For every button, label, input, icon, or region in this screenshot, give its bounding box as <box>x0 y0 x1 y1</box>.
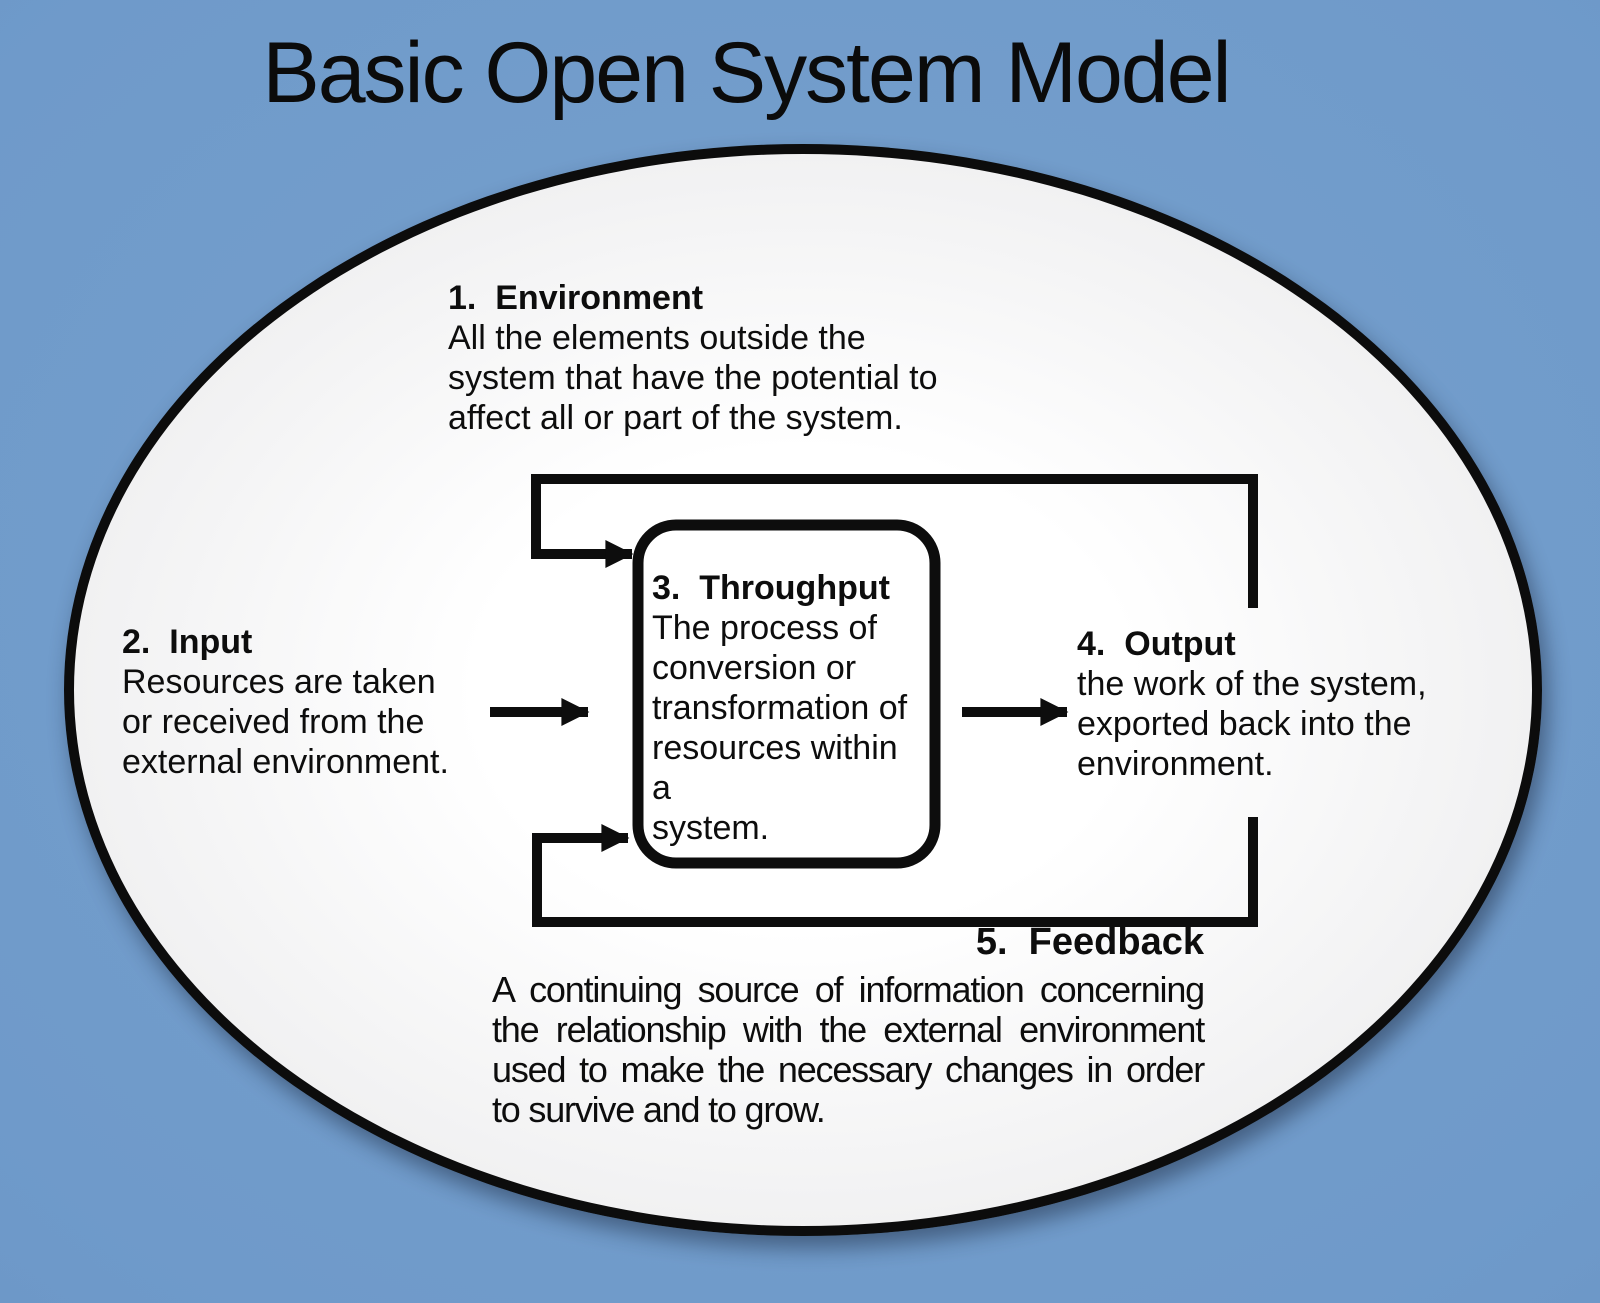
throughput-heading: 3. Throughput <box>652 569 890 607</box>
environment-heading: 1. Environment <box>448 279 704 317</box>
throughput-block: 3. Throughput The process of conversion … <box>652 568 922 848</box>
environment-block: 1. Environment All the elements outside … <box>448 278 938 438</box>
environment-description: All the elements outside the system that… <box>448 319 938 437</box>
output-description: the work of the system, exported back in… <box>1077 665 1427 783</box>
output-heading: 4. Output <box>1077 625 1236 663</box>
system-boundary-ellipse <box>64 144 1542 1236</box>
feedback-line: to survive and to grow. <box>492 1089 826 1130</box>
bottom-feedback-loop-line <box>532 817 1258 927</box>
feedback-line: used to make the necessary changes in or… <box>492 1049 1205 1090</box>
feedback-line: the relationship with the external envir… <box>492 1009 1205 1050</box>
input-description: Resources are taken or received from the… <box>122 663 449 781</box>
feedback-line: A continuing source of information conce… <box>492 969 1205 1010</box>
throughput-box-outline <box>632 519 941 869</box>
feedback-description: A continuing source of information conce… <box>492 969 1205 1130</box>
output-block: 4. Output the work of the system, export… <box>1077 624 1427 784</box>
page-title: Basic Open System Model <box>262 25 1231 121</box>
top-feedback-loop-line <box>531 474 1258 608</box>
throughput-description: The process of conversion or transformat… <box>652 609 908 847</box>
input-heading: 2. Input <box>122 623 253 661</box>
input-block: 2. Input Resources are taken or received… <box>122 622 449 782</box>
feedback-heading: 5. Feedback <box>975 921 1204 963</box>
